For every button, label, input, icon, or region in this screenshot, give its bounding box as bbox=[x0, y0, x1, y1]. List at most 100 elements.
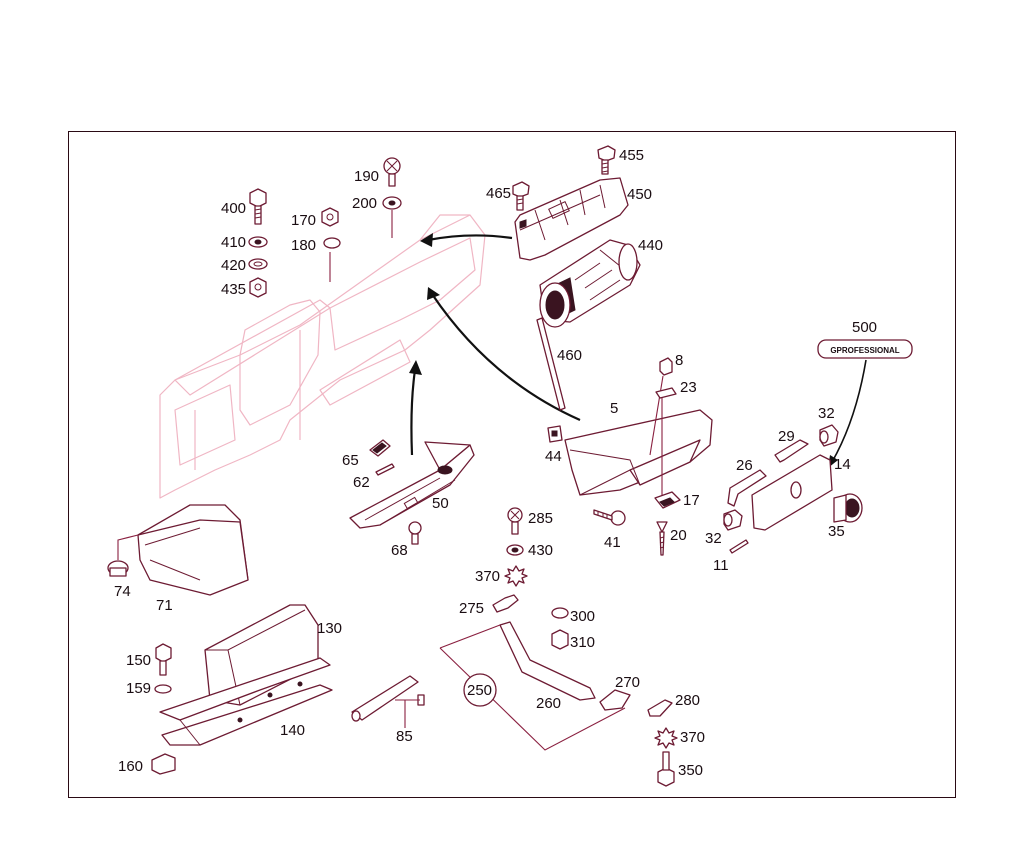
label-450: 450 bbox=[627, 186, 652, 203]
washer-410 bbox=[248, 236, 268, 248]
label-11: 11 bbox=[713, 557, 729, 574]
label-250: 250 bbox=[467, 682, 492, 699]
airbag-bracket bbox=[514, 177, 629, 261]
label-62: 62 bbox=[353, 474, 370, 491]
label-300: 300 bbox=[570, 608, 595, 625]
bolt-150 bbox=[155, 643, 172, 676]
label-20: 20 bbox=[670, 527, 687, 544]
label-270: 270 bbox=[615, 674, 640, 691]
screw-20 bbox=[656, 521, 668, 556]
label-420: 420 bbox=[221, 257, 246, 274]
label-5: 5 bbox=[610, 400, 618, 417]
label-26: 26 bbox=[736, 457, 753, 474]
airbag-module bbox=[539, 239, 641, 328]
label-190: 190 bbox=[354, 168, 379, 185]
label-71: 71 bbox=[156, 597, 173, 614]
label-370-top: 370 bbox=[475, 568, 500, 585]
label-285: 285 bbox=[528, 510, 553, 527]
label-29: 29 bbox=[778, 428, 795, 445]
label-140: 140 bbox=[280, 722, 305, 739]
washer-430 bbox=[506, 544, 524, 556]
lower-compartment bbox=[349, 441, 475, 529]
label-260: 260 bbox=[536, 695, 561, 712]
label-159: 159 bbox=[126, 680, 151, 697]
label-35: 35 bbox=[828, 523, 845, 540]
washer-300 bbox=[551, 607, 569, 619]
screw-68 bbox=[408, 521, 422, 545]
bushing-32-bottom bbox=[723, 509, 743, 531]
label-17: 17 bbox=[683, 492, 700, 509]
nut-170 bbox=[321, 207, 339, 227]
hinge-29 bbox=[774, 439, 809, 463]
bushing-32-top bbox=[819, 424, 839, 447]
label-500: 500 bbox=[852, 319, 877, 336]
screw-455 bbox=[597, 145, 616, 175]
strip-62 bbox=[375, 463, 395, 476]
washer-420 bbox=[248, 258, 268, 270]
label-410: 410 bbox=[221, 234, 246, 251]
label-440: 440 bbox=[638, 237, 663, 254]
lock-35 bbox=[833, 493, 863, 523]
label-50: 50 bbox=[432, 495, 449, 512]
pad-23 bbox=[655, 387, 677, 495]
label-41: 41 bbox=[604, 534, 621, 551]
storage-tray bbox=[137, 504, 249, 596]
label-180: 180 bbox=[291, 237, 316, 254]
label-68: 68 bbox=[391, 542, 408, 559]
label-460: 460 bbox=[557, 347, 582, 364]
professional-badge: GPROFESSIONAL bbox=[817, 339, 913, 468]
clip-160 bbox=[151, 753, 176, 775]
badge-text: GPROFESSIONAL bbox=[830, 346, 899, 355]
label-400: 400 bbox=[221, 200, 246, 217]
grommet-74 bbox=[107, 534, 139, 577]
label-200: 200 bbox=[352, 195, 377, 212]
part-labels: 455 465 450 440 460 190 200 170 180 400 … bbox=[114, 147, 877, 779]
pin-11 bbox=[729, 539, 749, 554]
mounting-bracket bbox=[159, 657, 333, 746]
label-465: 465 bbox=[486, 185, 511, 202]
label-65: 65 bbox=[342, 452, 359, 469]
label-310: 310 bbox=[570, 634, 595, 651]
glove-box bbox=[547, 409, 713, 496]
hinge-26 bbox=[727, 469, 767, 507]
label-32-top: 32 bbox=[818, 405, 835, 422]
screw-41 bbox=[593, 509, 626, 526]
clip-180 bbox=[323, 237, 341, 282]
nut-285 bbox=[507, 507, 523, 535]
label-280: 280 bbox=[675, 692, 700, 709]
screw-465 bbox=[512, 181, 530, 211]
label-8: 8 bbox=[675, 352, 683, 369]
star-washer-370-top bbox=[504, 565, 528, 587]
label-44: 44 bbox=[545, 448, 562, 465]
label-85: 85 bbox=[396, 728, 413, 745]
label-23: 23 bbox=[680, 379, 697, 396]
assembly-arrows bbox=[409, 233, 581, 456]
label-435: 435 bbox=[221, 281, 246, 298]
latch-17 bbox=[654, 491, 681, 509]
strap bbox=[536, 317, 566, 411]
bolt-400 bbox=[249, 188, 267, 225]
bolt-350 bbox=[657, 751, 675, 787]
glove-box-lid bbox=[751, 454, 833, 531]
washer-200 bbox=[382, 196, 402, 238]
diagram-frame bbox=[68, 131, 956, 798]
label-74: 74 bbox=[114, 583, 131, 600]
label-430: 430 bbox=[528, 542, 553, 559]
label-275: 275 bbox=[459, 600, 484, 617]
release-handle bbox=[439, 621, 626, 751]
bracket-275 bbox=[492, 594, 519, 613]
label-150: 150 bbox=[126, 652, 151, 669]
washer-159 bbox=[154, 684, 172, 694]
clip-8 bbox=[649, 357, 673, 456]
label-455: 455 bbox=[619, 147, 644, 164]
label-370-bottom: 370 bbox=[680, 729, 705, 746]
screw-190 bbox=[383, 157, 401, 187]
nut-310 bbox=[551, 629, 569, 650]
label-14: 14 bbox=[834, 456, 851, 473]
star-washer-370-bottom bbox=[654, 727, 678, 749]
label-130: 130 bbox=[317, 620, 342, 637]
label-170: 170 bbox=[291, 212, 316, 229]
label-160: 160 bbox=[118, 758, 143, 775]
cable-sleeve bbox=[351, 675, 425, 728]
